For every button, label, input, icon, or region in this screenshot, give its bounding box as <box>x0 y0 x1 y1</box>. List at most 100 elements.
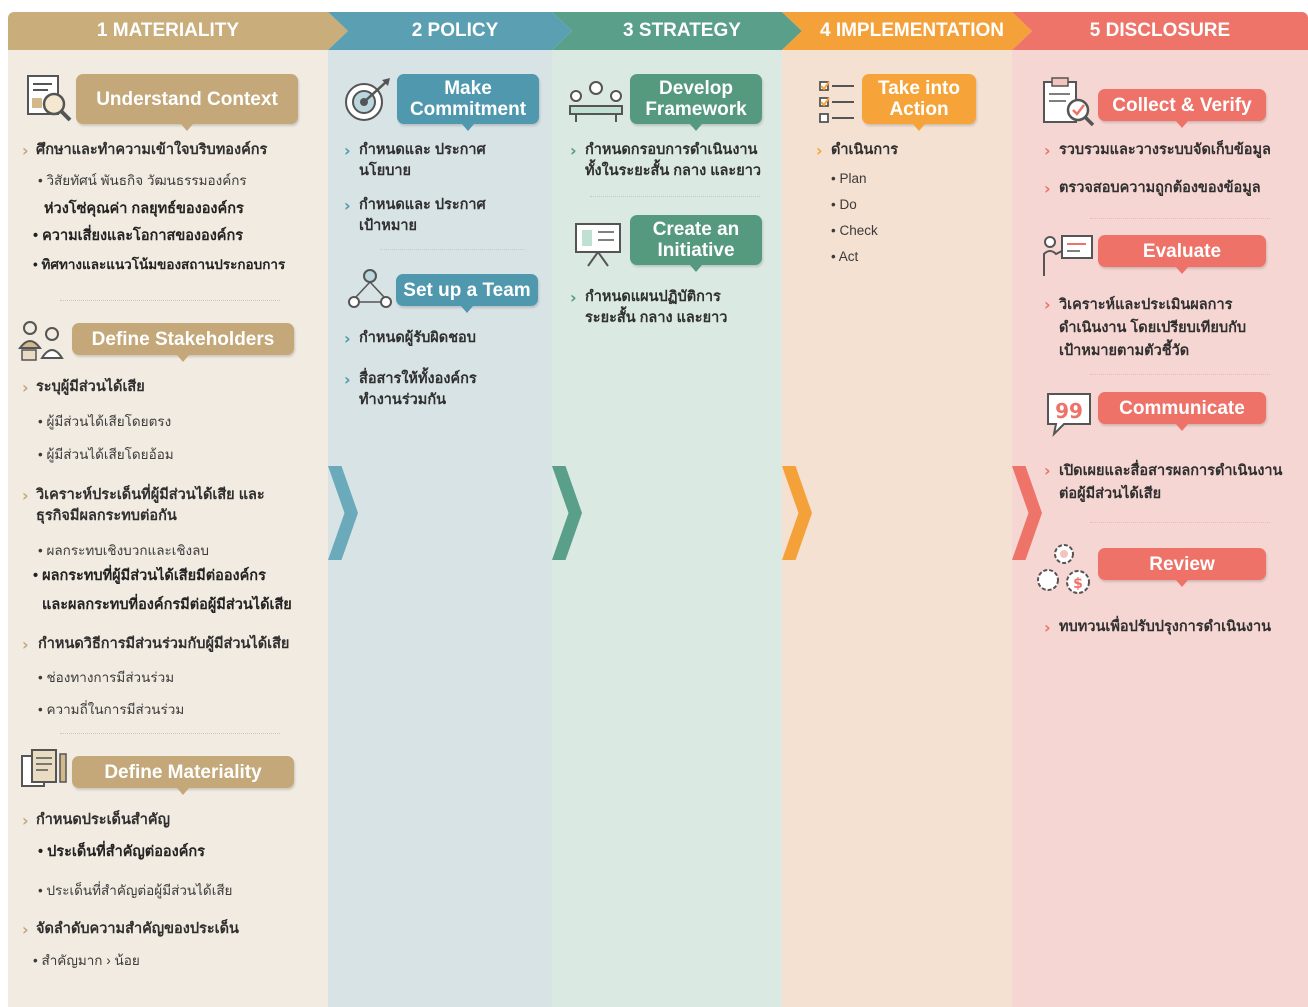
divider <box>60 300 280 301</box>
take-into-action-pill: Take into Action <box>862 74 976 131</box>
header-materiality: 1 MATERIALITY <box>8 12 348 50</box>
define-materiality-pill: Define Materiality <box>72 756 294 795</box>
materiality-column <box>8 50 328 1007</box>
materiality-sub: • ประเด็นที่สำคัญต่อผู้มีส่วนได้เสีย <box>38 883 233 898</box>
create-initiative-pill: Create an Initiative <box>630 215 762 272</box>
chevron-right-icon: › <box>22 811 29 830</box>
chevron-right-icon: › <box>1044 461 1051 480</box>
create-initiative-title: Create an Initiative <box>652 219 740 261</box>
review-item: ทบทวนเพื่อปรับปรุงการดำเนินงาน <box>1059 619 1272 635</box>
understand-context-title: Understand Context <box>96 88 278 110</box>
policy-column <box>328 50 552 1007</box>
header-disclosure-label: 5 DISCLOSURE <box>1089 20 1231 41</box>
set-up-team-title: Set up a Team <box>403 279 531 301</box>
header-policy-label: 2 POLICY <box>411 20 499 41</box>
develop-framework-pill: Develop Framework <box>630 74 762 131</box>
action-sub: • Do <box>831 197 857 212</box>
gears-dollar-icon: $ <box>1037 544 1090 594</box>
divider <box>1090 218 1270 219</box>
header-disclosure: 5 DISCLOSURE <box>1012 12 1308 50</box>
target-icon <box>345 78 390 121</box>
stakeholders-sub: • ผู้มีส่วนได้เสียโดยตรง <box>38 414 172 429</box>
chevron-right-icon: › <box>1044 141 1051 160</box>
chevron-right-icon: › <box>22 378 29 397</box>
divider <box>1090 374 1270 375</box>
action-sub: • Act <box>831 249 859 264</box>
framework-item: กำหนดกรอบการดำเนินงาน ทั้งในระยะสั้น กลา… <box>585 142 761 179</box>
set-up-team-pill: Set up a Team <box>396 274 538 313</box>
stakeholders-item: วิเคราะห์ประเด็นที่ผู้มีส่วนได้เสีย และธ… <box>36 487 265 524</box>
stakeholders-sub: • ผลกระทบเชิงบวกและเชิงลบ <box>38 543 209 558</box>
context-item: ศึกษาและทำความเข้าใจบริบทองค์กร <box>36 142 268 158</box>
define-stakeholders-pill: Define Stakeholders <box>72 323 294 362</box>
chevron-right-icon: › <box>1044 295 1051 314</box>
team-icon <box>348 269 392 308</box>
make-commitment-pill: Make Commitment <box>397 74 539 131</box>
speech-bubble-icon: 99 <box>1047 393 1091 438</box>
context-sub: • วิสัยทัศน์ พันธกิจ วัฒนธรรมองค์กร <box>38 173 247 188</box>
context-sub: ห่วงโซ่คุณค่า กลยุทธ์ขององค์กร <box>44 201 244 217</box>
stakeholders-sub: • ผู้มีส่วนได้เสียโดยอ้อม <box>38 447 174 462</box>
stakeholders-sub: • ผลกระทบที่ผู้มีส่วนได้เสียมีต่อองค์กร <box>33 568 266 584</box>
header-strategy-label: 3 STRATEGY <box>623 20 741 41</box>
chevron-right-icon: › <box>22 486 29 505</box>
context-sub: • ทิศทางและแนวโน้มของสถานประกอบการ <box>33 257 286 272</box>
collect-verify-pill: Collect & Verify <box>1098 89 1266 128</box>
presenter-icon <box>1043 235 1093 276</box>
divider <box>590 196 760 197</box>
communicate-pill: Communicate <box>1098 392 1266 431</box>
make-commitment-title: Make Commitment <box>409 78 527 120</box>
chevron-right-icon: › <box>1044 618 1051 637</box>
action-sub: • Check <box>831 223 878 238</box>
take-into-action-title: Take into Action <box>878 78 960 120</box>
chevron-right-icon: › <box>816 141 823 160</box>
communicate-item: เปิดเผยและสื่อสารผลการดำเนินงาน ต่อผู้มี… <box>1059 463 1283 502</box>
chevron-right-icon: › <box>22 635 29 654</box>
chevron-right-icon: › <box>344 196 351 215</box>
divider <box>60 733 280 734</box>
presentation-board-icon <box>575 223 621 267</box>
svg-text:99: 99 <box>1055 399 1083 423</box>
stakeholders-item: ระบุผู้มีส่วนได้เสีย <box>36 379 145 395</box>
clipboard-check-icon <box>1043 77 1095 127</box>
commitment-item: กำหนดและ ประกาศนโยบาย <box>359 142 486 179</box>
chevron-right-icon: › <box>22 920 29 939</box>
materiality-sub: • ประเด็นที่สำคัญต่อองค์กร <box>38 844 205 860</box>
chevron-right-icon: › <box>570 141 577 160</box>
team-item: กำหนดผู้รับผิดชอบ <box>359 330 476 346</box>
materiality-item: กำหนดประเด็นสำคัญ <box>36 812 170 828</box>
evaluate-title: Evaluate <box>1142 240 1222 262</box>
communicate-title: Communicate <box>1119 397 1245 419</box>
stakeholders-sub: และผลกระทบที่องค์กรมีต่อผู้มีส่วนได้เสีย <box>42 597 292 613</box>
initiative-item: กำหนดแผนปฏิบัติการ ระยะสั้น กลาง และยาว <box>585 289 728 326</box>
chevron-right-icon: › <box>1044 179 1051 198</box>
header-strategy: 3 STRATEGY <box>552 12 802 50</box>
action-item: ดำเนินการ <box>831 142 899 158</box>
action-sub: • Plan <box>831 171 867 186</box>
commitment-item: กำหนดและ ประกาศเป้าหมาย <box>359 197 486 234</box>
chevron-right-icon: › <box>344 370 351 389</box>
disclosure-column <box>1012 50 1308 1007</box>
stakeholders-icon <box>18 321 64 361</box>
evaluate-item: วิเคราะห์และประเมินผลการ ดำเนินงาน โดยเป… <box>1059 297 1247 359</box>
collect-verify-title: Collect & Verify <box>1112 94 1252 116</box>
stakeholders-item: กำหนดวิธีการมีส่วนร่วมกับผู้มีส่วนได้เสี… <box>38 636 290 652</box>
divider <box>1090 522 1270 523</box>
stakeholders-sub: • ความถี่ในการมีส่วนร่วม <box>38 702 185 717</box>
strategy-column <box>552 50 782 1007</box>
meeting-icon <box>569 81 623 122</box>
documents-icon <box>21 749 67 787</box>
chevron-right-icon: › <box>344 141 351 160</box>
define-stakeholders-title: Define Stakeholders <box>91 328 275 350</box>
implementation-column <box>782 50 1012 1007</box>
header-implementation-label: 4 IMPLEMENTATION <box>819 20 1005 41</box>
header-policy: 2 POLICY <box>328 12 572 50</box>
svg-text:$: $ <box>1073 576 1083 592</box>
checklist-icon <box>819 81 854 123</box>
materiality-sub: • สำคัญมาก › น้อย <box>33 953 140 968</box>
materiality-item: จัดลำดับความสำคัญของประเด็น <box>36 921 239 937</box>
define-materiality-title: Define Materiality <box>104 761 262 783</box>
collect-item: รวบรวมและวางระบบจัดเก็บข้อมูล <box>1059 142 1271 158</box>
review-title: Review <box>1149 553 1215 575</box>
header-implementation: 4 IMPLEMENTATION <box>782 12 1032 50</box>
